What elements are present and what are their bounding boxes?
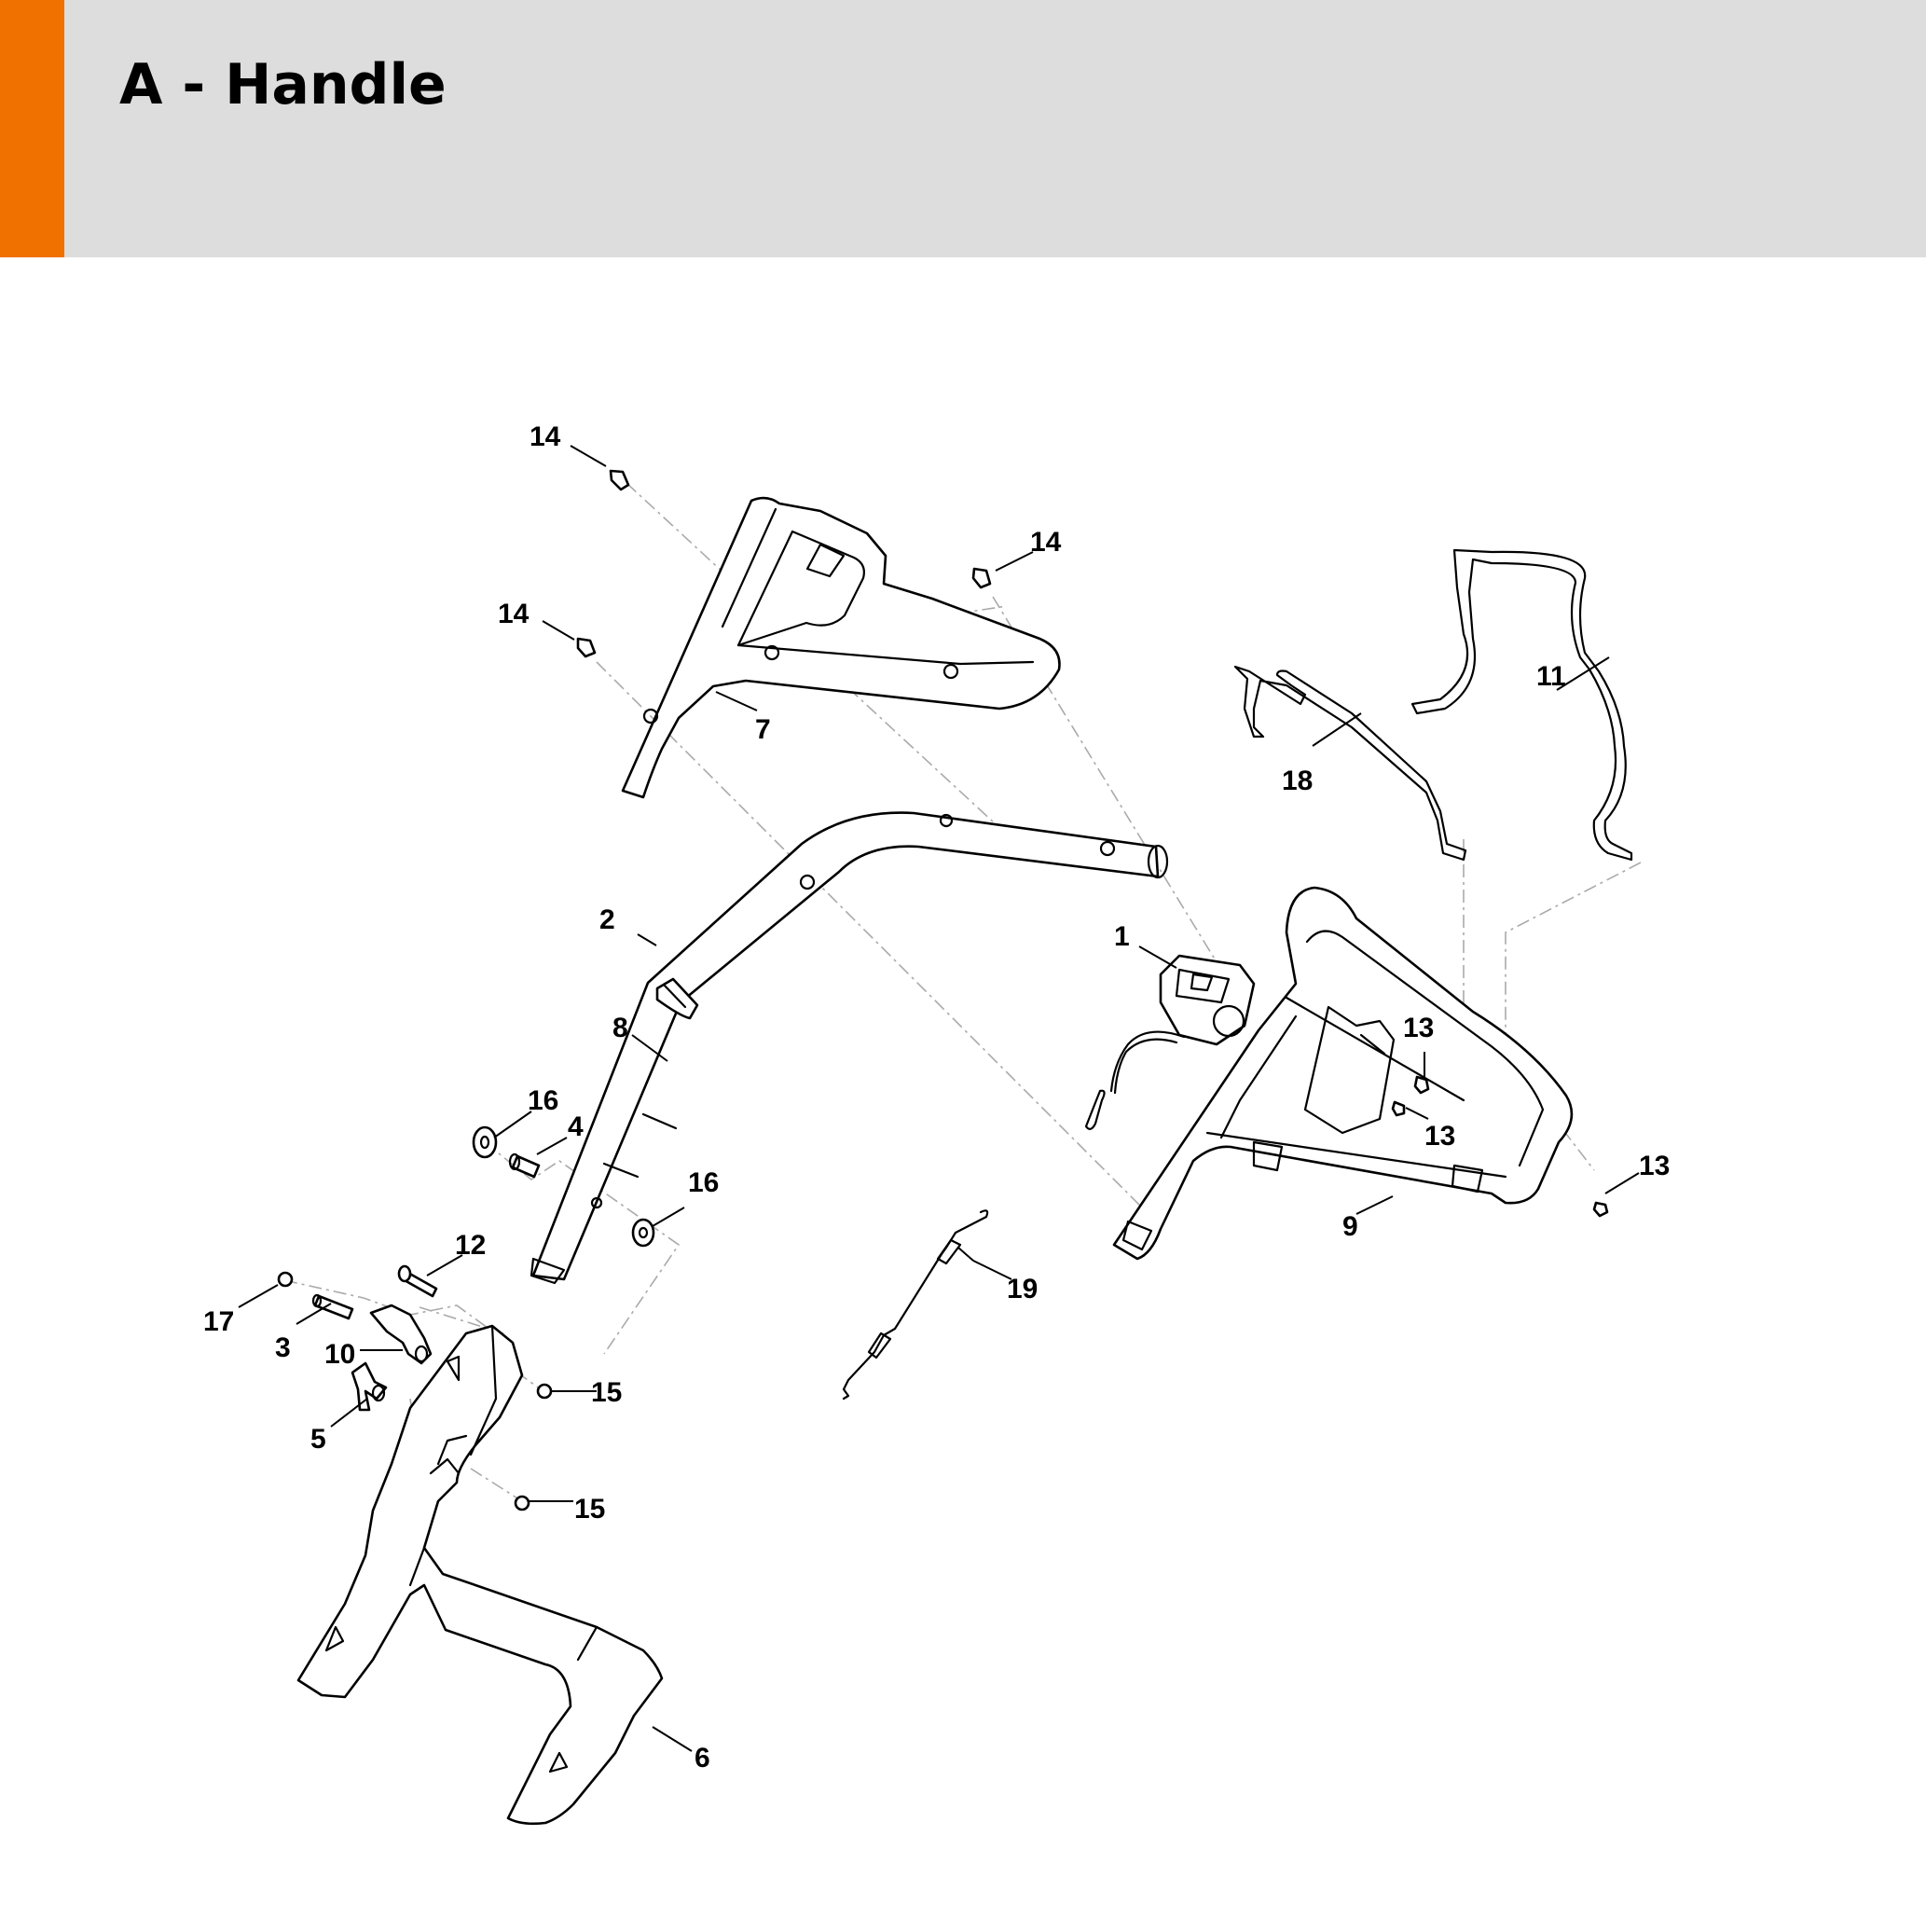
cable-clip: [1084, 1089, 1106, 1130]
callout-10: 10: [324, 1339, 355, 1370]
callout-13b: 13: [1424, 1121, 1455, 1152]
callout-3: 3: [275, 1332, 291, 1363]
header-bar: [0, 0, 1926, 257]
callout-13a: 13: [1403, 1013, 1434, 1043]
part-6-lower-handle: [296, 1324, 664, 1826]
part-9-upper-handle: [1112, 886, 1574, 1261]
part-16-washers: [472, 1125, 655, 1248]
callout-15b: 15: [574, 1494, 605, 1525]
part-3-pin: [311, 1293, 354, 1320]
callout-14b: 14: [1030, 527, 1062, 558]
part-4-sleeve: [508, 1152, 541, 1179]
callout-16b: 16: [688, 1167, 719, 1198]
part-8-handle-tube: [530, 811, 1169, 1285]
part-7-handle-cover: [621, 496, 1061, 799]
header-accent-stripe: [0, 0, 64, 257]
callout-12: 12: [455, 1230, 486, 1261]
callout-5: 5: [310, 1424, 326, 1455]
callout-14a: 14: [530, 421, 561, 452]
leader-lines: [238, 445, 1640, 1752]
part-1-switch-box: [1109, 954, 1256, 1095]
part-11-bail-bar: [1410, 548, 1633, 862]
callout-11: 11: [1536, 661, 1566, 692]
callout-1: 1: [1114, 921, 1130, 952]
part-19-cable: [842, 1209, 989, 1401]
part-15-nuts: [514, 1383, 553, 1511]
callout-4: 4: [568, 1111, 584, 1142]
callout-9: 9: [1342, 1211, 1358, 1242]
callout-19: 19: [1007, 1274, 1038, 1304]
callout-7: 7: [755, 714, 771, 745]
callout-15a: 15: [591, 1377, 622, 1408]
part-10-lever: [369, 1304, 433, 1365]
callout-16a: 16: [528, 1085, 558, 1116]
callout-17: 17: [203, 1306, 234, 1337]
callout-18: 18: [1282, 766, 1313, 796]
callout-8: 8: [612, 1013, 628, 1043]
page-title: A - Handle: [119, 52, 447, 117]
callout-14c: 14: [498, 599, 530, 629]
callout-6: 6: [695, 1743, 710, 1773]
part-14-screws: [576, 469, 992, 658]
part-5-wing-nut: [351, 1361, 388, 1412]
part-12-bolt: [397, 1264, 438, 1298]
part-13-screws: [1391, 1075, 1609, 1218]
callout-2: 2: [599, 904, 615, 935]
part-2-knob: [655, 977, 699, 1020]
callout-labels: 14 14 14 7 11 18 2 1 8 13 16 4 13 13 16 …: [203, 421, 1670, 1773]
part-18-wire-bracket: [1233, 665, 1467, 862]
part-17-nut: [277, 1271, 294, 1288]
callout-13c: 13: [1639, 1151, 1670, 1181]
